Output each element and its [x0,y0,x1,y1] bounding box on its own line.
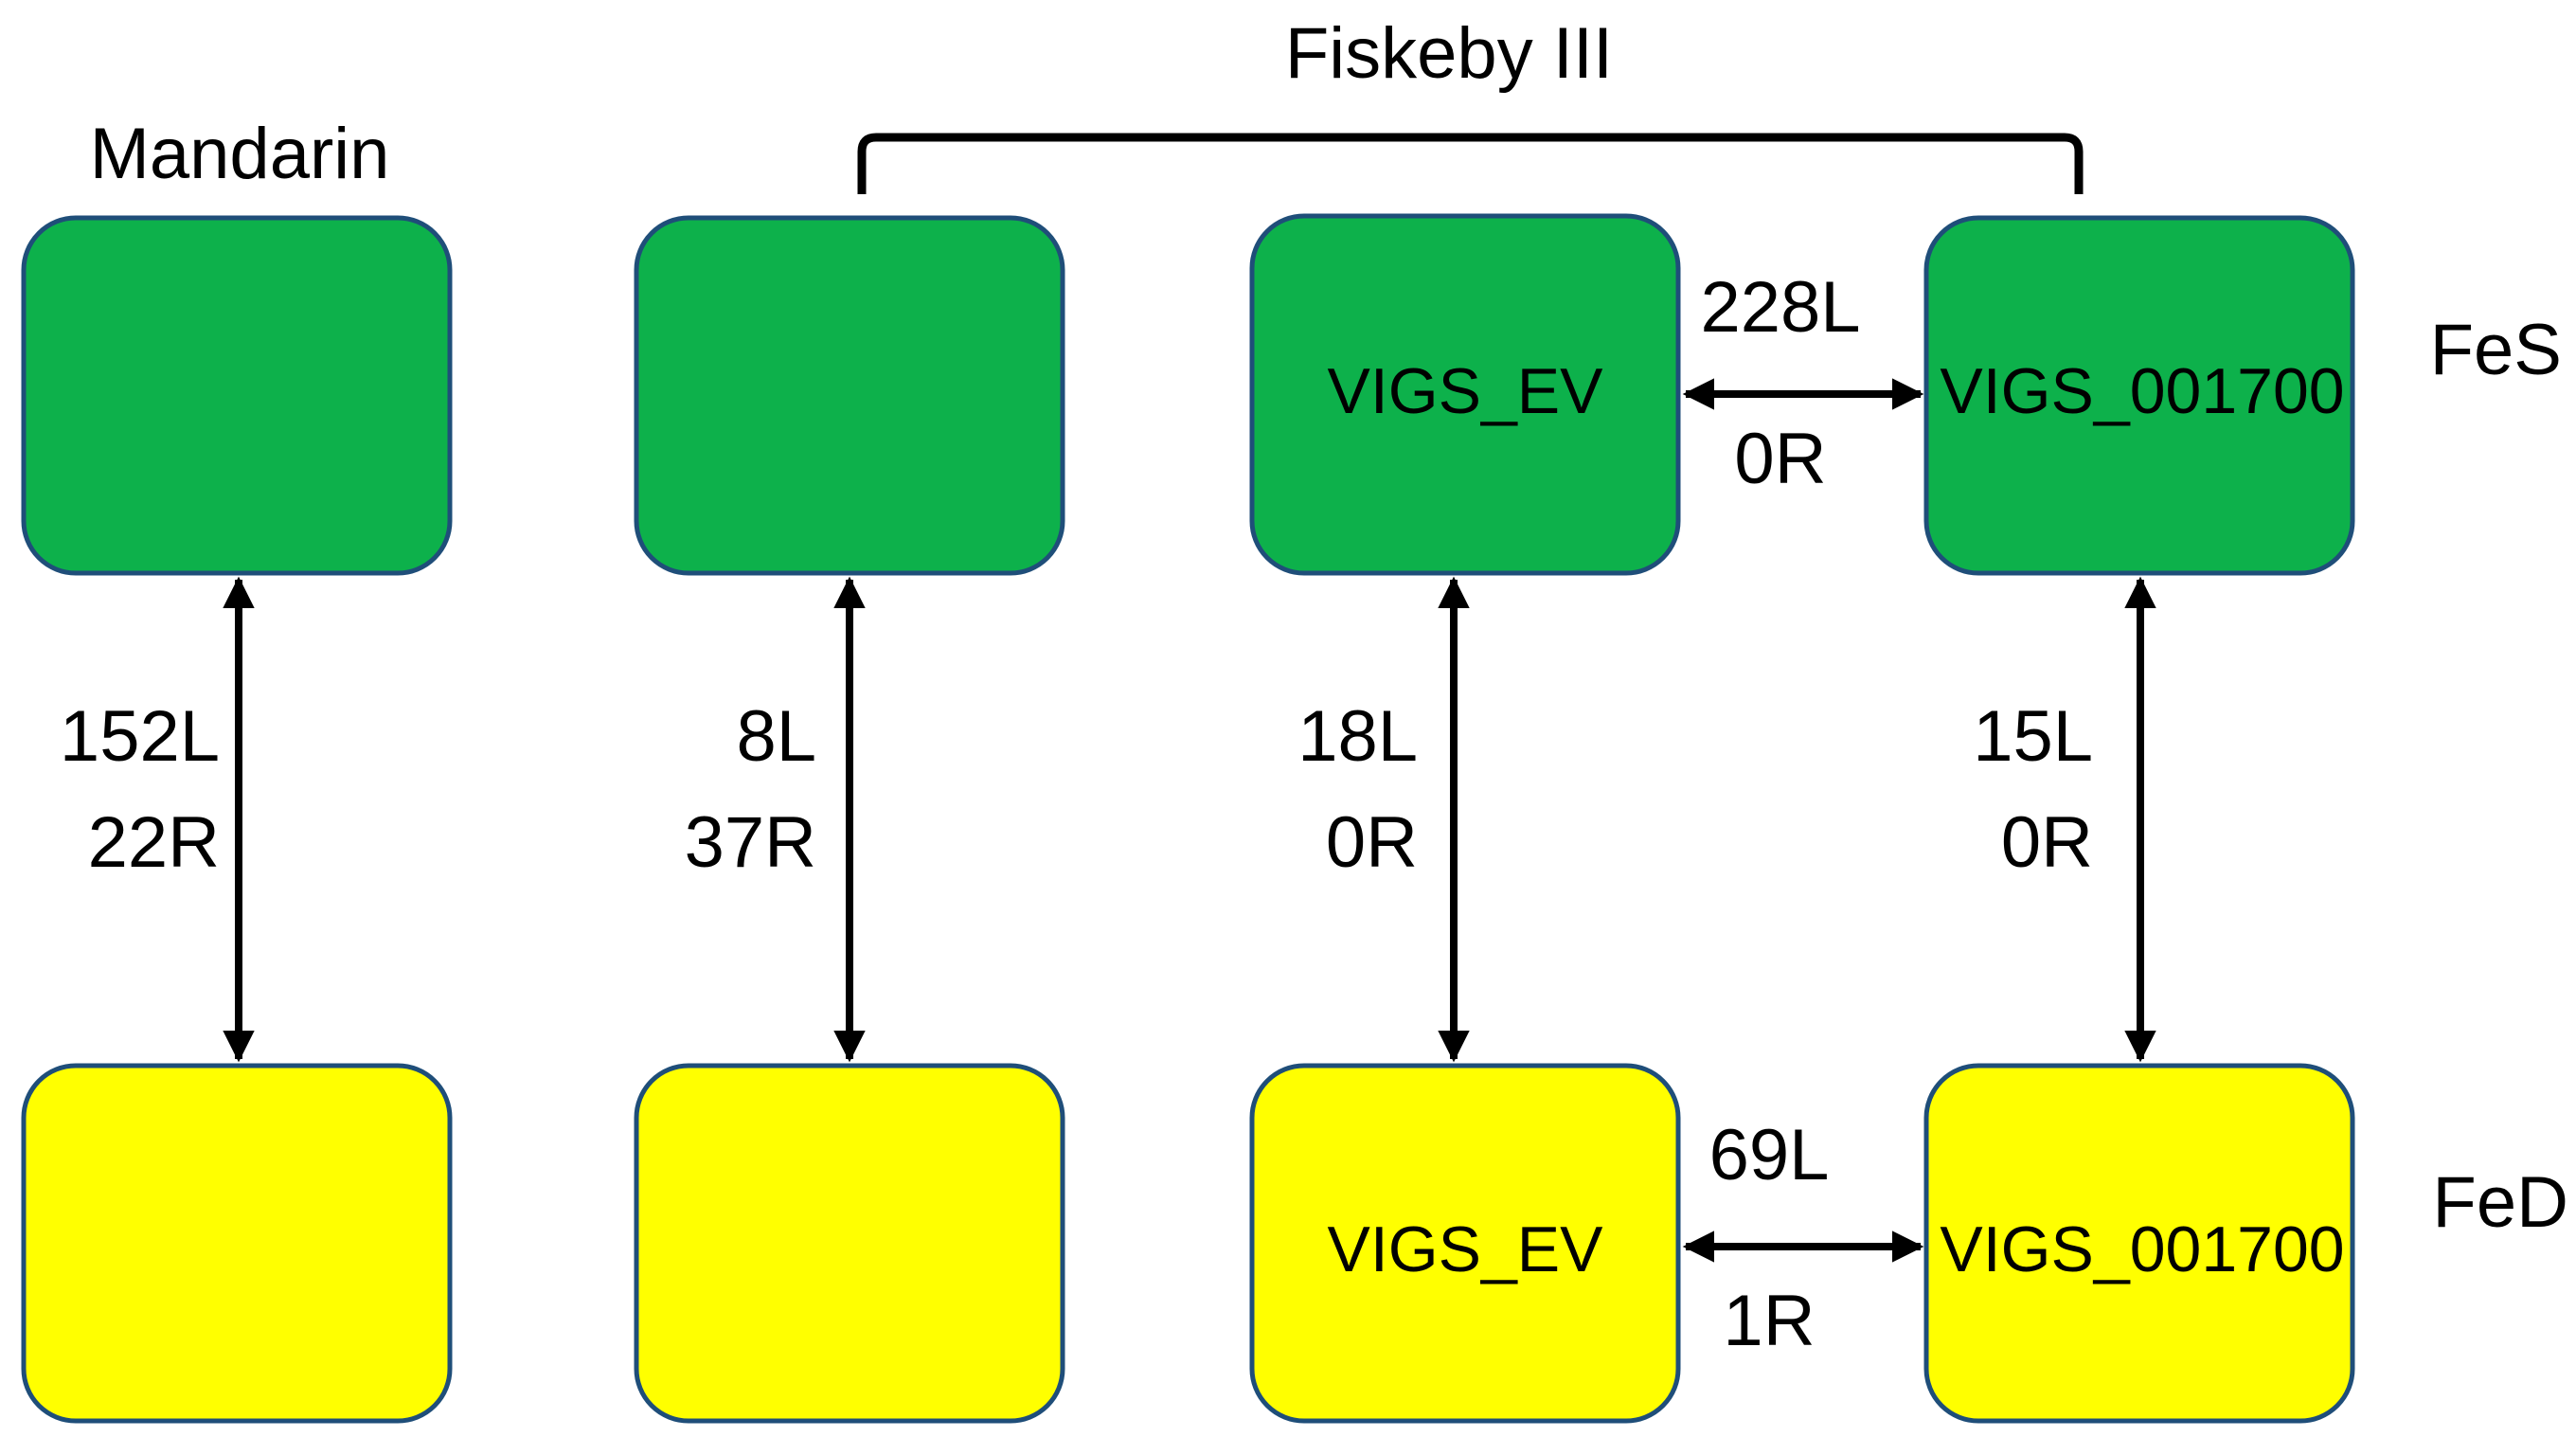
fed-vigs-ev-label: VIGS_EV [1327,1213,1603,1285]
row-label-fes: FeS [2430,310,2562,390]
fed-l-label: 69L [1709,1115,1830,1195]
mandarin-fes-box [21,215,453,576]
vigs-ev-r-label: 0R [1326,802,1418,883]
mandarin-title: Mandarin [90,114,390,194]
vigs-001700-l-label: 15L [1973,696,2093,777]
mandarin-fed-box [21,1063,453,1424]
vigs-ev-fes-box [1249,213,1681,576]
fiskeby-title: Fiskeby III [1285,13,1613,94]
mandarin-l-label: 152L [60,696,220,777]
fiskeby-l-label: 8L [736,696,816,777]
vigs-001700-r-label: 0R [2001,802,2093,883]
row-label-fed: FeD [2432,1162,2568,1243]
fes-vigs-ev-label: VIGS_EV [1327,355,1603,427]
vigs-ev-l-label: 18L [1297,696,1418,777]
fed-vigs-001700-label: VIGS_001700 [1940,1213,2344,1285]
fes-l-label: 228L [1700,267,1860,348]
vigs-001700-fes-box [1923,215,2355,576]
fed-r-label: 1R [1723,1281,1815,1361]
fes-vigs-001700-label: VIGS_001700 [1940,355,2344,427]
fiskeby-fes-box [634,215,1065,576]
fiskeby-bracket [857,133,2084,194]
fiskeby-fed-box [634,1063,1065,1424]
fiskeby-r-label: 37R [685,802,816,883]
fes-r-label: 0R [1734,419,1826,499]
vigs-ev-fed-box [1249,1063,1681,1424]
vigs-001700-fed-box [1923,1063,2355,1424]
mandarin-r-label: 22R [88,802,220,883]
